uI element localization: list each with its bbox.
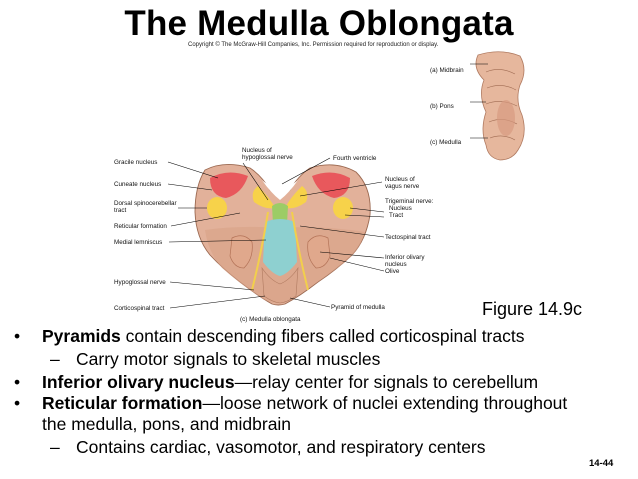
label-tectospinal-tract: Tectospinal tract: [385, 234, 431, 241]
sub-bullet-text: Contains cardiac, vasomotor, and respira…: [76, 437, 486, 457]
bullet-item: • Inferior olivary nucleus—relay center …: [14, 372, 624, 393]
olive-right: [307, 235, 331, 269]
label-trigeminal-nucleus: Nucleus: [389, 205, 412, 212]
label-nucleus-hypoglossal-1: Nucleus of: [242, 147, 272, 154]
copyright-notice: Copyright © The McGraw-Hill Companies, I…: [188, 42, 439, 48]
page-number: 14-44: [589, 458, 614, 469]
bullet-text: —loose network of nuclei extending throu…: [202, 393, 568, 413]
bullet-text: contain descending fibers called cortico…: [120, 326, 525, 346]
leader-lines: [167, 157, 385, 309]
label-medial-lemniscus: Medial lemniscus: [114, 239, 163, 246]
bullet-bold: Reticular formation: [42, 393, 203, 413]
bullet-glyph: •: [14, 326, 21, 346]
sub-bullet-item: – Carry motor signals to skeletal muscle…: [14, 349, 624, 370]
medial-lemniscus: [263, 219, 297, 276]
hypoglossal-fiber-right: [291, 211, 309, 291]
label-inferior-olivary-2: nucleus: [385, 261, 407, 268]
diagram-caption: (c) Medulla oblongata: [240, 316, 301, 323]
label-reticular-formation: Reticular formation: [114, 223, 167, 230]
label-pons: (b) Pons: [430, 103, 454, 110]
dash-glyph: –: [50, 437, 60, 457]
sub-bullet-text: Carry motor signals to skeletal muscles: [76, 349, 381, 369]
gracile-nucleus-left: [210, 172, 248, 198]
figure-reference: Figure 14.9c: [482, 299, 583, 319]
label-gracile-nucleus: Gracile nucleus: [114, 159, 158, 166]
hypoglossal-nucleus-left: [252, 186, 275, 209]
medulla-cross-section: [194, 164, 371, 306]
trigeminal-nucleus-right: [333, 197, 353, 219]
label-pyramid-of-medulla: Pyramid of medulla: [331, 304, 385, 311]
label-medulla: (c) Medulla: [430, 139, 462, 146]
bullet-bold: Inferior olivary nucleus: [42, 372, 235, 392]
pyramids: [261, 266, 299, 304]
label-nucleus-vagus-1: Nucleus of: [385, 176, 415, 183]
bullet-text: —relay center for signals to cerebellum: [234, 372, 539, 392]
label-dorsal-spinocerebellar-1: Dorsal spinocerebellar: [114, 200, 177, 207]
label-dorsal-spinocerebellar-2: tract: [114, 207, 127, 214]
dash-glyph: –: [50, 349, 60, 369]
label-fourth-ventricle: Fourth ventricle: [333, 155, 377, 162]
label-nucleus-vagus-2: vagus nerve: [385, 183, 420, 190]
vagus-nucleus-right: [285, 186, 308, 209]
bullet-item: • Pyramids contain descending fibers cal…: [14, 326, 624, 347]
label-trigeminal-tract: Tract: [389, 212, 404, 219]
brainstem-inset: [470, 51, 525, 161]
label-trigeminal-nerve: Trigeminal nerve:: [385, 198, 434, 205]
label-hypoglossal-nerve: Hypoglossal nerve: [114, 279, 166, 286]
label-nucleus-hypoglossal-2: hypoglossal nerve: [242, 154, 293, 161]
label-inferior-olivary-1: Inferior olivary: [385, 254, 425, 261]
olive-left: [229, 235, 253, 269]
sub-bullet-item: – Contains cardiac, vasomotor, and respi…: [14, 437, 624, 458]
label-olive: Olive: [385, 268, 400, 275]
hypoglossal-fiber-left: [251, 211, 269, 291]
bullet-glyph: •: [14, 372, 21, 392]
bullet-list: • Pyramids contain descending fibers cal…: [14, 326, 624, 460]
bullet-text-continued: the medulla, pons, and midbrain: [42, 414, 292, 434]
trigeminal-nucleus-left: [207, 197, 227, 219]
bullet-glyph: •: [14, 393, 21, 413]
gracile-nucleus-right: [312, 172, 350, 198]
fourth-ventricle: [262, 180, 298, 200]
page-title: The Medulla Oblongata: [124, 4, 514, 43]
bullet-item: • Reticular formation—loose network of n…: [14, 393, 624, 435]
label-midbrain: (a) Midbrain: [430, 67, 464, 74]
label-corticospinal-tract: Corticospinal tract: [114, 305, 165, 312]
bullet-bold: Pyramids: [42, 326, 121, 346]
label-cuneate-nucleus: Cuneate nucleus: [114, 181, 162, 188]
